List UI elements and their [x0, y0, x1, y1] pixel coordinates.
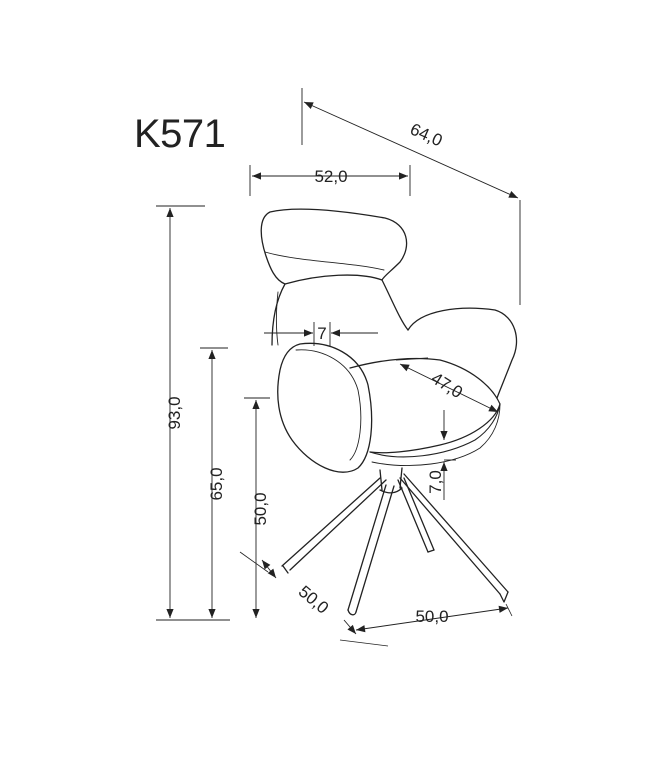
chair-outline: [260, 208, 518, 616]
width-total-label: 52,0: [314, 167, 347, 186]
base-width-label: 50,0: [415, 607, 448, 626]
depth-total-label: 64,0: [407, 120, 445, 151]
dimension-labels: 64,0 52,0 93,0 65,0 50,0 7 47,0 7,0 50,0…: [165, 120, 466, 626]
seat-depth-label: 47,0: [428, 369, 466, 403]
height-total-label: 93,0: [165, 396, 184, 429]
seat-thickness-label: 7,0: [426, 470, 445, 494]
chair-legs: [281, 473, 509, 616]
right-armrest: [407, 307, 518, 399]
dimension-lines: [156, 88, 521, 647]
armrest-height-label: 65,0: [207, 467, 226, 500]
front-armrest: [277, 342, 373, 473]
model-title: K571: [134, 112, 226, 156]
armrest-thickness-label: 7: [317, 324, 326, 343]
headrest: [260, 208, 408, 285]
backrest: [271, 279, 409, 346]
base-depth-label: 50,0: [295, 582, 333, 618]
seat-height-label: 50,0: [251, 492, 270, 525]
